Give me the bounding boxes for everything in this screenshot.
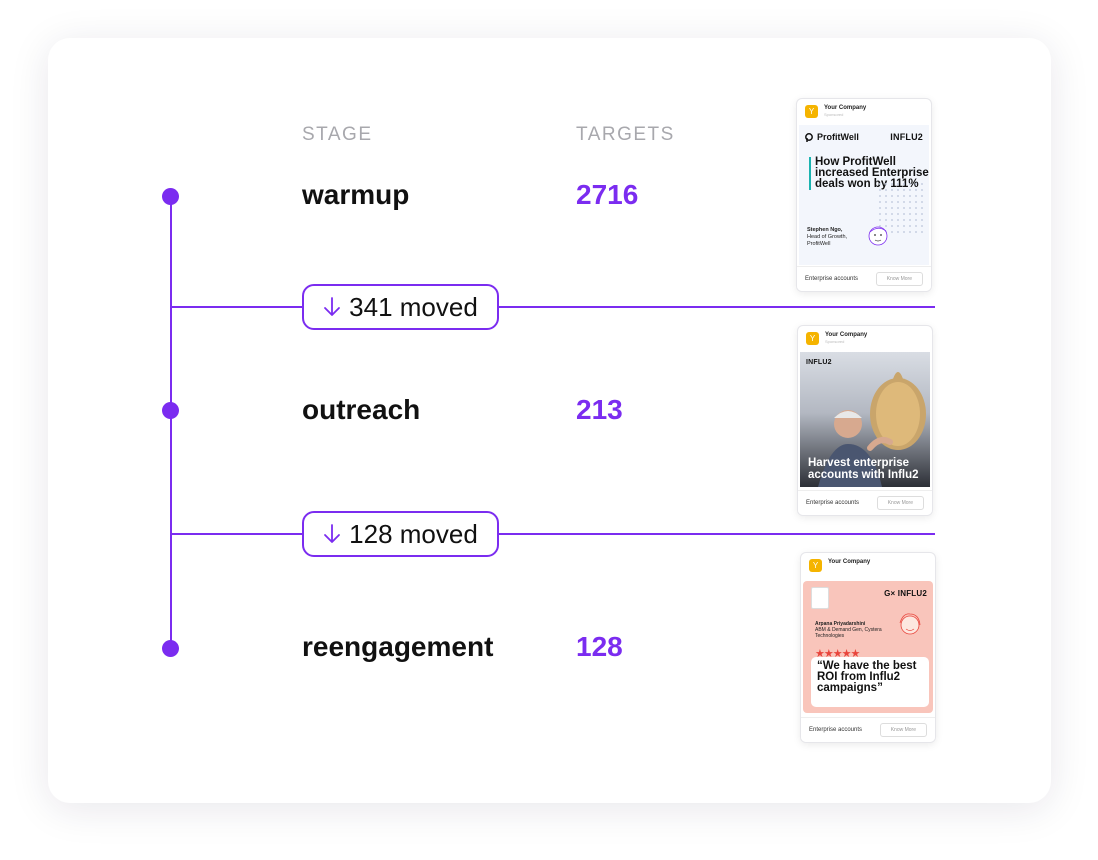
ad-header: Y Your Company bbox=[801, 553, 935, 579]
g2-award-badge-icon bbox=[811, 587, 829, 609]
ad-person: Stephen Ngo, Head of Growth, ProfitWell bbox=[807, 227, 848, 247]
ad-footer-label: Enterprise accounts bbox=[805, 276, 859, 282]
timeline-dot-warmup bbox=[162, 188, 179, 205]
arrow-down-icon bbox=[324, 524, 341, 543]
stage-count-warmup: 2716 bbox=[576, 179, 639, 210]
ad-company-name: Your Company bbox=[828, 559, 871, 565]
ad-creative: INFLU2 Harvest enterprise accounts with … bbox=[800, 352, 930, 487]
moved-label-1: 341 moved bbox=[349, 291, 478, 322]
person-sketch-icon bbox=[899, 613, 921, 635]
ad-person: Arpana Priyadarshini ABM & Demand Gen, C… bbox=[815, 621, 882, 639]
ad-creative: ProfitWell INFLU2 How ProfitWell increas… bbox=[799, 125, 929, 265]
ad-company-name: Your Company bbox=[825, 332, 868, 338]
timeline-line bbox=[170, 196, 172, 650]
moved-label-2: 128 moved bbox=[349, 518, 478, 549]
ad-preview-reengagement[interactable]: Y Your Company G× INFLU2 Arpana Priyadar… bbox=[800, 552, 936, 743]
ad-quote: “We have the best ROI from Influ2 campai… bbox=[811, 657, 929, 707]
man-with-onion-image bbox=[818, 372, 926, 487]
ad-footer: Enterprise accounts Know More bbox=[797, 266, 931, 291]
ad-company-name: Your Company bbox=[824, 105, 867, 111]
ad-headline: How ProfitWell increased Enterprise deal… bbox=[809, 156, 931, 190]
ad-footer: Enterprise accounts Know More bbox=[798, 490, 932, 515]
ad-preview-outreach[interactable]: Y Your Company Sponsored INFLU2 Harvest … bbox=[797, 325, 933, 516]
ad-headline: Harvest enterprise accounts with Influ2 bbox=[808, 457, 919, 481]
moved-badge-1: 341 moved bbox=[302, 284, 499, 330]
stage-name-warmup: warmup bbox=[302, 179, 410, 210]
column-header-stage: STAGE bbox=[302, 124, 373, 145]
arrow-down-icon bbox=[324, 297, 341, 316]
g2-influ2-logo: G× INFLU2 bbox=[884, 589, 927, 598]
transition-line-1 bbox=[171, 306, 935, 308]
timeline-dot-outreach bbox=[162, 402, 179, 419]
know-more-button[interactable]: Know More bbox=[876, 496, 924, 510]
ad-footer: Enterprise accounts Know More bbox=[801, 717, 935, 742]
influ2-logo: INFLU2 bbox=[890, 132, 923, 142]
company-logo-icon: Y bbox=[806, 332, 819, 345]
ad-header: Y Your Company Sponsored bbox=[798, 326, 932, 352]
ad-footer-label: Enterprise accounts bbox=[809, 727, 863, 733]
stage-name-reengagement: reengagement bbox=[302, 631, 494, 662]
know-more-button[interactable]: Know More bbox=[875, 272, 923, 286]
stage-count-outreach: 213 bbox=[576, 394, 623, 425]
know-more-button[interactable]: Know More bbox=[879, 723, 927, 737]
moved-badge-2: 128 moved bbox=[302, 511, 499, 557]
company-logo-icon: Y bbox=[805, 105, 818, 118]
ad-sponsored-label: Sponsored bbox=[825, 339, 845, 344]
timeline-dot-reengagement bbox=[162, 640, 179, 657]
transition-line-2 bbox=[171, 533, 935, 535]
ad-sponsored-label: Sponsored bbox=[824, 112, 844, 117]
person-illustration-icon bbox=[868, 226, 888, 246]
ad-header: Y Your Company Sponsored bbox=[797, 99, 931, 125]
ad-footer-label: Enterprise accounts bbox=[806, 500, 860, 506]
profitwell-icon bbox=[805, 132, 813, 142]
profitwell-logo: ProfitWell bbox=[805, 132, 859, 142]
column-header-targets: TARGETS bbox=[576, 124, 675, 145]
ad-creative: G× INFLU2 Arpana Priyadarshini ABM & Dem… bbox=[803, 581, 933, 713]
dot-pattern bbox=[877, 181, 925, 237]
company-logo-icon: Y bbox=[809, 559, 822, 572]
stage-name-outreach: outreach bbox=[302, 394, 421, 425]
influ2-logo: INFLU2 bbox=[806, 359, 832, 366]
stage-count-reengagement: 128 bbox=[576, 631, 623, 662]
ad-preview-warmup[interactable]: Y Your Company Sponsored ProfitWell INFL… bbox=[796, 98, 932, 292]
